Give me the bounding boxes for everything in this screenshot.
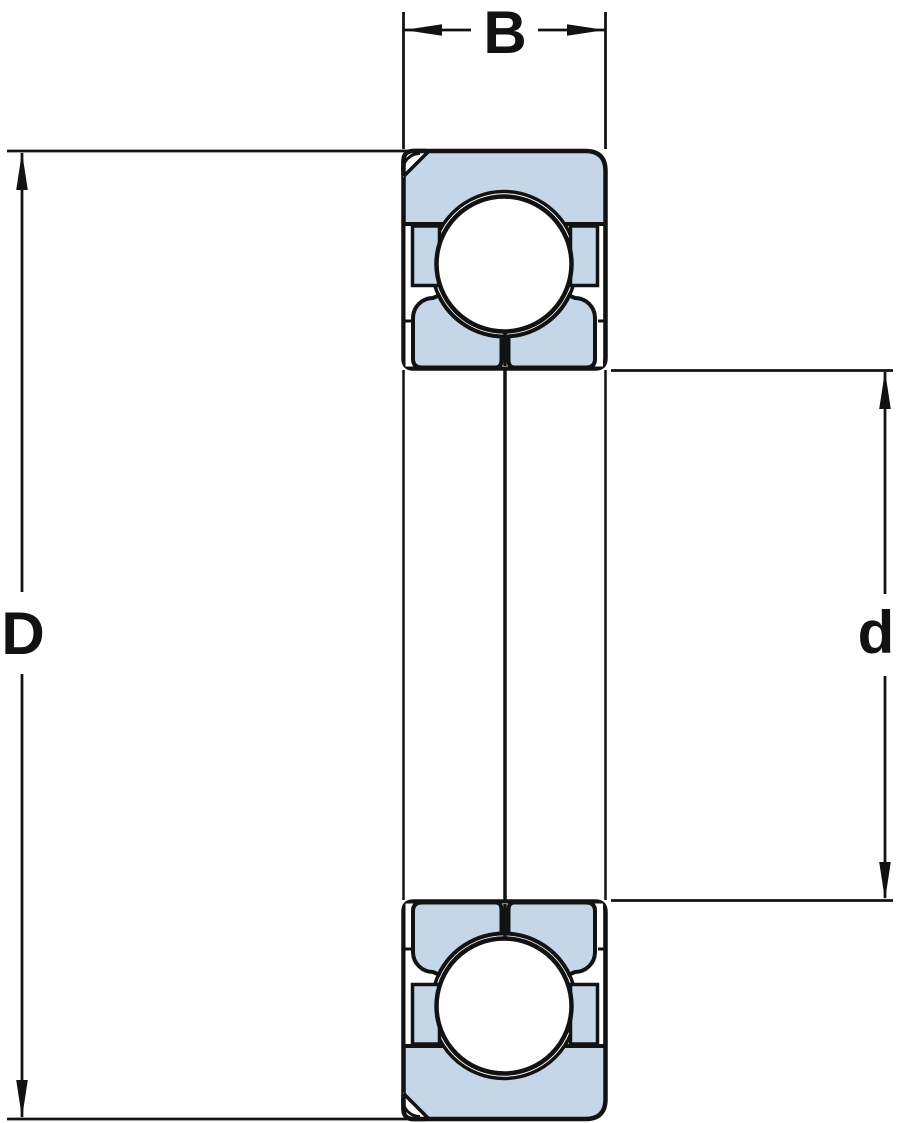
arrowhead-down-icon bbox=[879, 862, 891, 900]
corner-outline bbox=[401, 148, 426, 175]
arrowhead-left-icon bbox=[404, 24, 442, 36]
arrowhead-down-icon bbox=[16, 1080, 28, 1118]
label-width: B bbox=[483, 0, 526, 66]
label-outer-diameter: D bbox=[1, 600, 44, 667]
bearing-section-top bbox=[401, 148, 608, 371]
dimension-width: B bbox=[402, 0, 607, 149]
cage-bar-right bbox=[568, 224, 600, 288]
arrowhead-right-icon bbox=[567, 24, 605, 36]
ball bbox=[434, 194, 574, 334]
inner-ring-face-lines bbox=[402, 370, 607, 900]
dimension-bore-diameter: d bbox=[611, 369, 895, 902]
chamfer-detail bbox=[401, 148, 430, 178]
label-bore-diameter: d bbox=[858, 599, 895, 666]
arrowhead-up-icon bbox=[16, 152, 28, 190]
chamfer-line bbox=[402, 150, 430, 178]
bore-silhouette bbox=[402, 368, 607, 902]
bearing-section-bottom bbox=[403, 902, 606, 1120]
arrowhead-up-icon bbox=[879, 371, 891, 409]
extension-lines bbox=[402, 12, 607, 149]
inner-ring bbox=[411, 292, 597, 370]
dimension-outer-diameter: D bbox=[1, 149, 430, 1121]
